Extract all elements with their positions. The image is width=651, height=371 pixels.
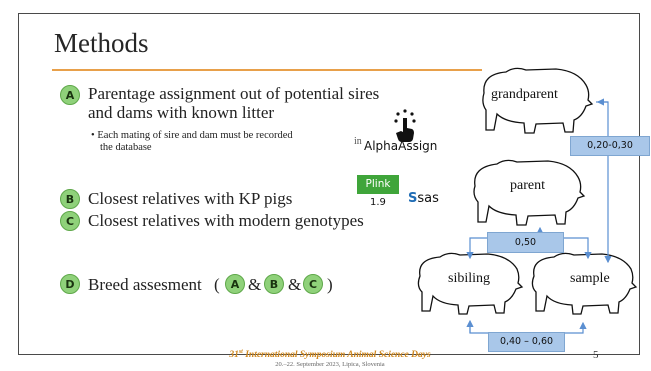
slide-title: Methods <box>54 28 149 58</box>
plink-version: 1.9 <box>370 197 386 208</box>
badge-d: D <box>60 274 80 294</box>
item-d-open-paren: ( <box>214 275 220 294</box>
title-underline <box>52 69 482 71</box>
slide-frame <box>18 13 640 355</box>
item-b-text: Closest relatives with KP pigs <box>88 189 293 208</box>
bullet-line2: the database <box>100 142 152 153</box>
alphaassign-logo: AlphaAssign <box>364 139 438 153</box>
item-d-close-paren: ) <box>327 275 333 294</box>
item-d-amp-1: & <box>248 275 262 294</box>
bullet-line1: Each mating of sire and dam must be reco… <box>97 130 293 141</box>
page-number: 5 <box>593 349 599 361</box>
relation-sibling-sample: 0,40 – 0,60 <box>488 332 565 352</box>
footer-date-location: 20.–22. September 2023, Lipica, Slovenia <box>275 361 385 368</box>
badge-d-c: C <box>303 274 323 294</box>
badge-b: B <box>60 189 80 209</box>
item-a-line2: and dams with known litter <box>88 103 275 122</box>
bullet-note: • Each mating of sire and dam must be re… <box>91 130 293 154</box>
badge-d-a: A <box>225 274 245 294</box>
plink-logo: Plink <box>357 175 399 194</box>
badge-a: A <box>60 85 80 105</box>
footer-suffix: st <box>238 349 243 355</box>
pig-label-grandparent: grandparent <box>491 87 558 102</box>
sas-logo-text: sas <box>417 191 439 206</box>
footer-number: 31 <box>229 350 239 361</box>
pig-label-parent: parent <box>510 178 545 193</box>
pig-label-sample: sample <box>570 271 610 286</box>
bullet-in-word: in <box>354 136 362 147</box>
pig-label-sibling: sibiling <box>448 271 491 286</box>
sas-logo-mark: S <box>408 191 418 206</box>
badge-d-b: B <box>264 274 284 294</box>
item-a-line1: Parentage assignment out of potential si… <box>88 84 380 103</box>
item-c-text: Closest relatives with modern genotypes <box>88 211 364 230</box>
footer-title: International Symposium Animal Science D… <box>242 350 431 361</box>
relation-parent-sample: 0,50 <box>487 232 564 253</box>
bullet-dot: • <box>91 130 98 141</box>
sas-logo: Ssas <box>408 191 439 206</box>
relation-grandparent-sample: 0,20-0,30 <box>570 136 650 156</box>
item-d-text: Breed assesment <box>88 275 202 294</box>
footer-conference: 31st International Symposium Animal Scie… <box>195 349 465 360</box>
badge-c: C <box>60 211 80 231</box>
item-d-amp-2: & <box>288 275 302 294</box>
